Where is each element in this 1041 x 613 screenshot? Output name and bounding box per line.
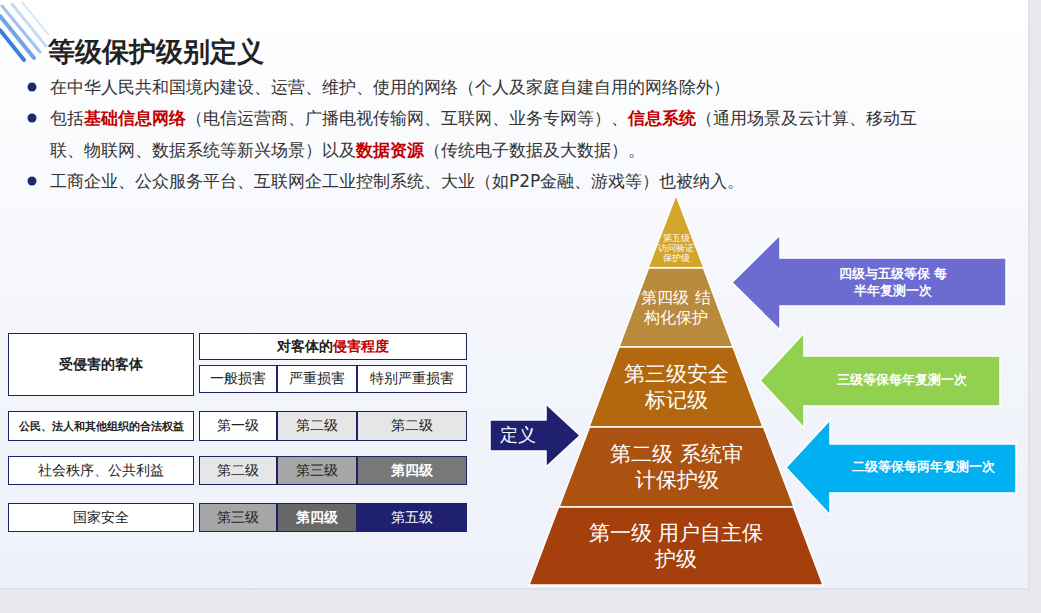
pyramid-level: 第四级 结构化保护 [619,268,733,347]
node-label: 二级等保每两年复测一次 [834,459,1012,475]
highlight-term: 基础信息网络 [84,108,186,128]
shape-fill [619,268,733,347]
node-label: 第二级 系统审计保护级 [602,441,752,494]
cell-text: 第四级 [391,462,433,480]
cell-text: 受侵害的客体 [59,356,143,374]
cell-text: 严重损害 [289,370,345,388]
row-header: 国家安全 [8,503,194,532]
highlight-term: 信息系统 [628,108,696,128]
shape-outline [589,347,763,427]
shape-outline [559,427,794,507]
pyramid-level: 第一级 用户自主保护级 [529,507,823,585]
table-cell: 特别严重损害 [357,365,467,393]
level-cell: 第二级 [357,411,467,441]
cell-text: 国家安全 [73,509,129,527]
table-header: 受侵害的客体 [8,333,194,396]
cell-text: 侵害程度 [333,338,389,356]
node-label: 三级等保每年复测一次 [812,372,992,388]
shape-fill [786,420,1016,515]
shape-fill [559,427,794,507]
cell-text: 第一级 [217,417,259,435]
pyramid-level: 第三级安全标记级 [589,347,763,427]
level-cell: 第三级 [277,456,357,485]
callout-arrow: 四级与五级等保 每半年复测一次 [732,235,1006,330]
node-label: 第三级安全标记级 [620,361,732,414]
cell-text: 特别严重损害 [370,370,454,388]
bullet-text: （传统电子数据及大数据）。 [424,140,645,160]
node-label: 四级与五级等保 每半年复测一次 [833,266,953,299]
title: 等级保护级别定义 [48,34,264,70]
node-label: 第一级 用户自主保护级 [580,520,772,573]
level-cell: 第四级 [277,503,357,532]
node-label: 定义 [493,424,543,447]
level-cell: 第二级 [277,411,357,441]
definition-arrow: 定义 [490,404,580,467]
level-cell: 第四级 [357,456,467,485]
table-header: 对客体的侵害程度 [199,333,467,360]
cell-text: 第二级 [391,417,433,435]
cell-text: 社会秩序、公共利益 [38,462,164,480]
title-icon [0,2,48,60]
callout-arrow: 三级等保每年复测一次 [760,333,1000,428]
bullet-paragraph: 工商企业、公众服务平台、互联网企工业控制系统、大业（如P2P金融、游戏等）也被纳… [50,165,1010,197]
node-label: 第四级 结构化保护 [641,288,711,328]
bullet-text: 在中华人民共和国境内建设、运营、维护、使用的网络（个人及家庭自建自用的网络除外） [50,77,730,97]
bullet-text: 工商企业、公众服务平台、互联网企工业控制系统、大业（如P2P金融、游戏等）也被纳… [50,171,744,191]
pyramid-level: 第二级 系统审计保护级 [559,427,794,507]
pyramid-level: 第五级 访问验证保护级 [648,195,704,268]
shape-fill [760,333,1000,428]
table-cell: 严重损害 [277,365,357,393]
shape-fill [589,347,763,427]
shape-outline [529,507,823,585]
shape-fill [732,235,1006,330]
cell-text: 公民、法人和其他组织的合法权益 [19,419,184,434]
shape-fill [648,195,704,268]
cell-text: 对客体的 [277,338,333,356]
bullet-paragraph: 包括基础信息网络（电信运营商、广播电视传输网、互联网、业务专网等）、信息系统（通… [50,102,950,166]
bullet-paragraph: 在中华人民共和国境内建设、运营、维护、使用的网络（个人及家庭自建自用的网络除外） [50,71,1010,103]
level-cell: 第五级 [357,503,467,532]
highlight-term: 数据资源 [356,140,424,160]
cell-text: 第二级 [217,462,259,480]
level-cell: 第一级 [199,411,277,441]
row-header: 社会秩序、公共利益 [8,456,194,485]
bullet-text: （电信运营商、广播电视传输网、互联网、业务专网等）、 [186,108,628,128]
cell-text: 第二级 [296,417,338,435]
shape-fill [529,507,823,585]
cell-text: 一般损害 [210,370,266,388]
row-header: 公民、法人和其他组织的合法权益 [8,411,194,441]
cell-text: 第五级 [391,509,433,527]
bullet-dots [28,83,37,186]
table-cell: 一般损害 [199,365,277,393]
callout-arrow: 二级等保每两年复测一次 [786,420,1016,515]
level-cell: 第二级 [199,456,277,485]
cell-text: 第三级 [217,509,259,527]
shape-fill [490,404,580,467]
cell-text: 第三级 [296,462,338,480]
cell-text: 第四级 [296,509,338,527]
level-cell: 第三级 [199,503,277,532]
node-label: 第五级 访问验证保护级 [658,234,695,264]
bullet-text: 包括 [50,108,84,128]
